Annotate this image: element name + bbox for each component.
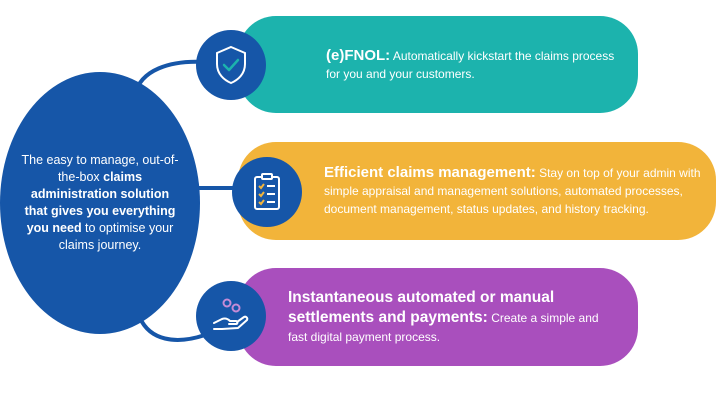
fnol-icon-circle <box>196 30 266 100</box>
shield-check-icon <box>216 45 246 85</box>
center-line-2: to optimise your claims journey. <box>58 221 174 252</box>
center-summary-text: The easy to manage, out-of-the-box claim… <box>20 152 180 254</box>
claims-management-icon-circle <box>232 157 302 227</box>
claims-management-pill: Efficient claims management: Stay on top… <box>238 142 716 240</box>
fnol-text-block: (e)FNOL: Automatically kickstart the cla… <box>286 47 618 83</box>
center-line-1: The easy to manage, out-of-the-box <box>21 153 179 184</box>
settlements-pill: Instantaneous automated or manual settle… <box>238 268 638 366</box>
center-summary-circle: The easy to manage, out-of-the-box claim… <box>0 72 200 334</box>
settlements-title: Instantaneous automated or manual settle… <box>288 289 555 326</box>
clipboard-checklist-icon <box>254 173 280 210</box>
settlements-description: Create a simple and fast digital payment… <box>288 311 599 344</box>
fnol-pill: (e)FNOL: Automatically kickstart the cla… <box>238 16 638 113</box>
settlements-text-block: Instantaneous automated or manual settle… <box>288 288 618 346</box>
fnol-description: Automatically kickstart the claims proce… <box>326 48 615 81</box>
claims-management-description: Stay on top of your admin with simple ap… <box>324 166 701 216</box>
claims-management-text-block: Efficient claims management: Stay on top… <box>324 164 702 218</box>
center-bold: claims administration solution that give… <box>24 170 176 235</box>
hand-coins-icon <box>213 298 249 330</box>
settlements-icon-circle <box>196 281 266 351</box>
claims-management-title: Efficient claims management: <box>324 164 536 181</box>
fnol-title: (e)FNOL: <box>326 46 391 64</box>
